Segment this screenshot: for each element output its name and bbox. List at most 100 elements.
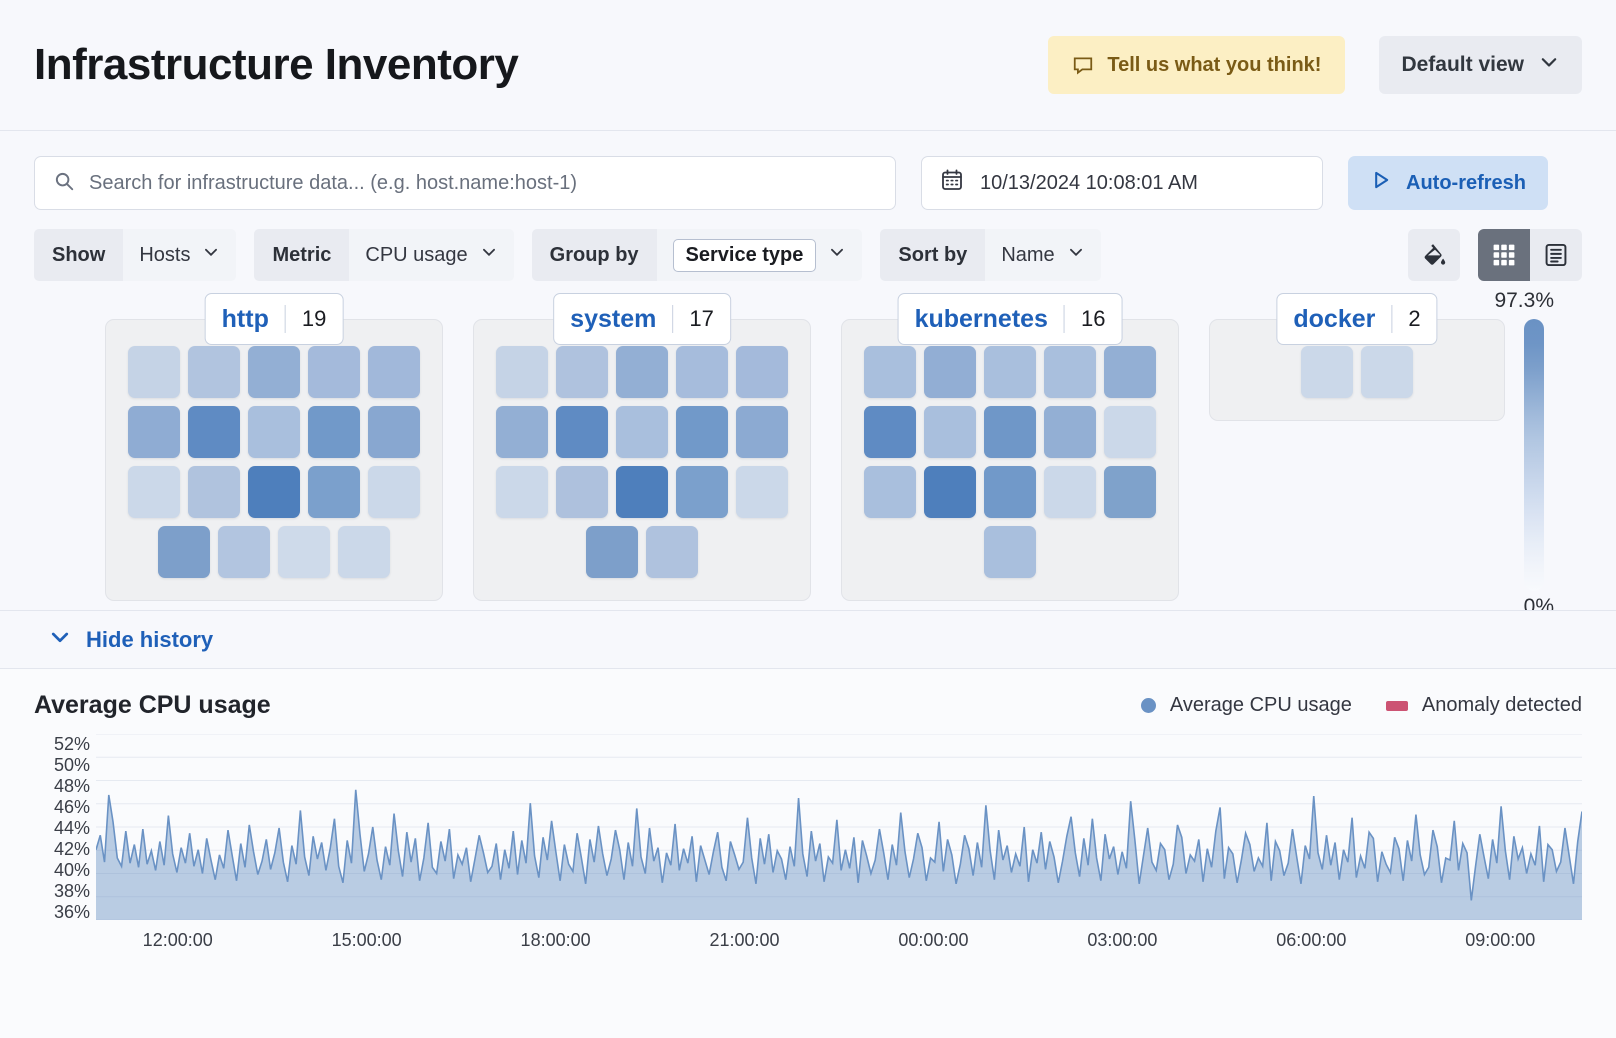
host-tile[interactable] xyxy=(128,406,180,458)
host-tile[interactable] xyxy=(984,406,1036,458)
waffle-row xyxy=(864,346,1156,398)
host-tile[interactable] xyxy=(308,406,360,458)
host-tile[interactable] xyxy=(676,406,728,458)
host-tile[interactable] xyxy=(586,526,638,578)
table-view-icon[interactable] xyxy=(1530,229,1582,281)
host-tile[interactable] xyxy=(646,526,698,578)
host-tile[interactable] xyxy=(368,346,420,398)
host-tile[interactable] xyxy=(218,526,270,578)
host-tile[interactable] xyxy=(864,406,916,458)
chart-plot-area[interactable] xyxy=(96,734,1582,920)
host-tile[interactable] xyxy=(1361,346,1413,398)
group-name: kubernetes xyxy=(914,304,1048,333)
host-tile[interactable] xyxy=(864,346,916,398)
host-tile[interactable] xyxy=(676,346,728,398)
filter-sort-by-value[interactable]: Name xyxy=(985,229,1101,281)
host-tile[interactable] xyxy=(128,466,180,518)
host-tile[interactable] xyxy=(1044,346,1096,398)
host-tile[interactable] xyxy=(924,346,976,398)
chevron-down-icon xyxy=(480,243,498,267)
group-separator xyxy=(1063,305,1065,333)
feedback-button[interactable]: Tell us what you think! xyxy=(1048,36,1346,94)
search-input[interactable] xyxy=(89,171,877,195)
host-tile[interactable] xyxy=(308,346,360,398)
host-tile[interactable] xyxy=(338,526,390,578)
host-tile[interactable] xyxy=(556,406,608,458)
legend-item-anomaly-detected[interactable]: Anomaly detected xyxy=(1385,694,1582,717)
host-tile[interactable] xyxy=(1104,346,1156,398)
date-picker[interactable]: 10/13/2024 10:08:01 AM xyxy=(921,156,1323,210)
host-tile[interactable] xyxy=(496,406,548,458)
host-tile[interactable] xyxy=(248,346,300,398)
group-badge-kubernetes[interactable]: kubernetes 16 xyxy=(897,293,1123,345)
host-tile[interactable] xyxy=(248,466,300,518)
host-tile[interactable] xyxy=(676,466,728,518)
host-tile[interactable] xyxy=(616,346,668,398)
chart-title: Average CPU usage xyxy=(34,691,271,719)
host-tile[interactable] xyxy=(496,346,548,398)
host-tile[interactable] xyxy=(158,526,210,578)
filter-group-by-value-text: Service type xyxy=(672,238,817,272)
host-tile[interactable] xyxy=(188,346,240,398)
host-tile[interactable] xyxy=(736,346,788,398)
host-tile[interactable] xyxy=(556,466,608,518)
legend-label: Average CPU usage xyxy=(1169,694,1352,716)
host-tile[interactable] xyxy=(736,466,788,518)
host-tile[interactable] xyxy=(1104,466,1156,518)
group-name: system xyxy=(570,304,657,333)
view-selector-button[interactable]: Default view xyxy=(1379,36,1582,94)
auto-refresh-button[interactable]: Auto-refresh xyxy=(1348,156,1549,210)
host-tile[interactable] xyxy=(308,466,360,518)
feedback-label: Tell us what you think! xyxy=(1107,53,1322,76)
group-count: 16 xyxy=(1080,306,1106,331)
host-tile[interactable] xyxy=(616,466,668,518)
host-tile[interactable] xyxy=(984,346,1036,398)
legend-item-average-cpu-usage[interactable]: Average CPU usage xyxy=(1140,694,1352,717)
filter-group-by: Group by Service type xyxy=(531,229,863,281)
host-tile[interactable] xyxy=(984,526,1036,578)
filter-sort-by-value-text: Name xyxy=(1001,243,1055,266)
filter-metric: Metric CPU usage xyxy=(254,229,514,281)
x-tick-label: 06:00:00 xyxy=(1276,930,1347,950)
host-tile[interactable] xyxy=(736,406,788,458)
filter-metric-value[interactable]: CPU usage xyxy=(349,229,514,281)
group-separator xyxy=(1391,305,1393,333)
host-tile[interactable] xyxy=(1301,346,1353,398)
host-tile[interactable] xyxy=(556,346,608,398)
color-scale-legend: 97.3% 0% xyxy=(1494,289,1558,610)
host-tile[interactable] xyxy=(368,466,420,518)
host-tile[interactable] xyxy=(188,406,240,458)
host-tile[interactable] xyxy=(864,466,916,518)
host-tile[interactable] xyxy=(496,466,548,518)
host-tile[interactable] xyxy=(984,466,1036,518)
hide-history-toggle[interactable]: Hide history xyxy=(0,611,1616,669)
search-field[interactable] xyxy=(34,156,896,210)
legend-dot-icon xyxy=(1140,698,1156,713)
auto-refresh-label: Auto-refresh xyxy=(1406,171,1527,194)
filter-group-by-value[interactable]: Service type xyxy=(656,229,863,281)
host-tile[interactable] xyxy=(924,406,976,458)
host-tile[interactable] xyxy=(1104,406,1156,458)
color-fill-icon[interactable] xyxy=(1408,229,1460,281)
host-tile[interactable] xyxy=(188,466,240,518)
host-tile[interactable] xyxy=(368,406,420,458)
host-tile[interactable] xyxy=(278,526,330,578)
host-tile[interactable] xyxy=(248,406,300,458)
host-tile[interactable] xyxy=(128,346,180,398)
host-tile[interactable] xyxy=(616,406,668,458)
grid-view-icon[interactable] xyxy=(1478,229,1530,281)
legend-gradient-bar xyxy=(1524,319,1544,591)
waffle-row xyxy=(864,406,1156,458)
group-kubernetes: kubernetes 16 xyxy=(841,293,1179,601)
host-tile[interactable] xyxy=(924,466,976,518)
host-tile[interactable] xyxy=(1044,466,1096,518)
host-tile[interactable] xyxy=(1044,406,1096,458)
x-tick-label: 03:00:00 xyxy=(1087,930,1158,950)
header-actions: Tell us what you think! Default view xyxy=(1048,36,1582,94)
filter-show-value[interactable]: Hosts xyxy=(123,229,237,281)
x-tick-label: 15:00:00 xyxy=(331,930,402,950)
